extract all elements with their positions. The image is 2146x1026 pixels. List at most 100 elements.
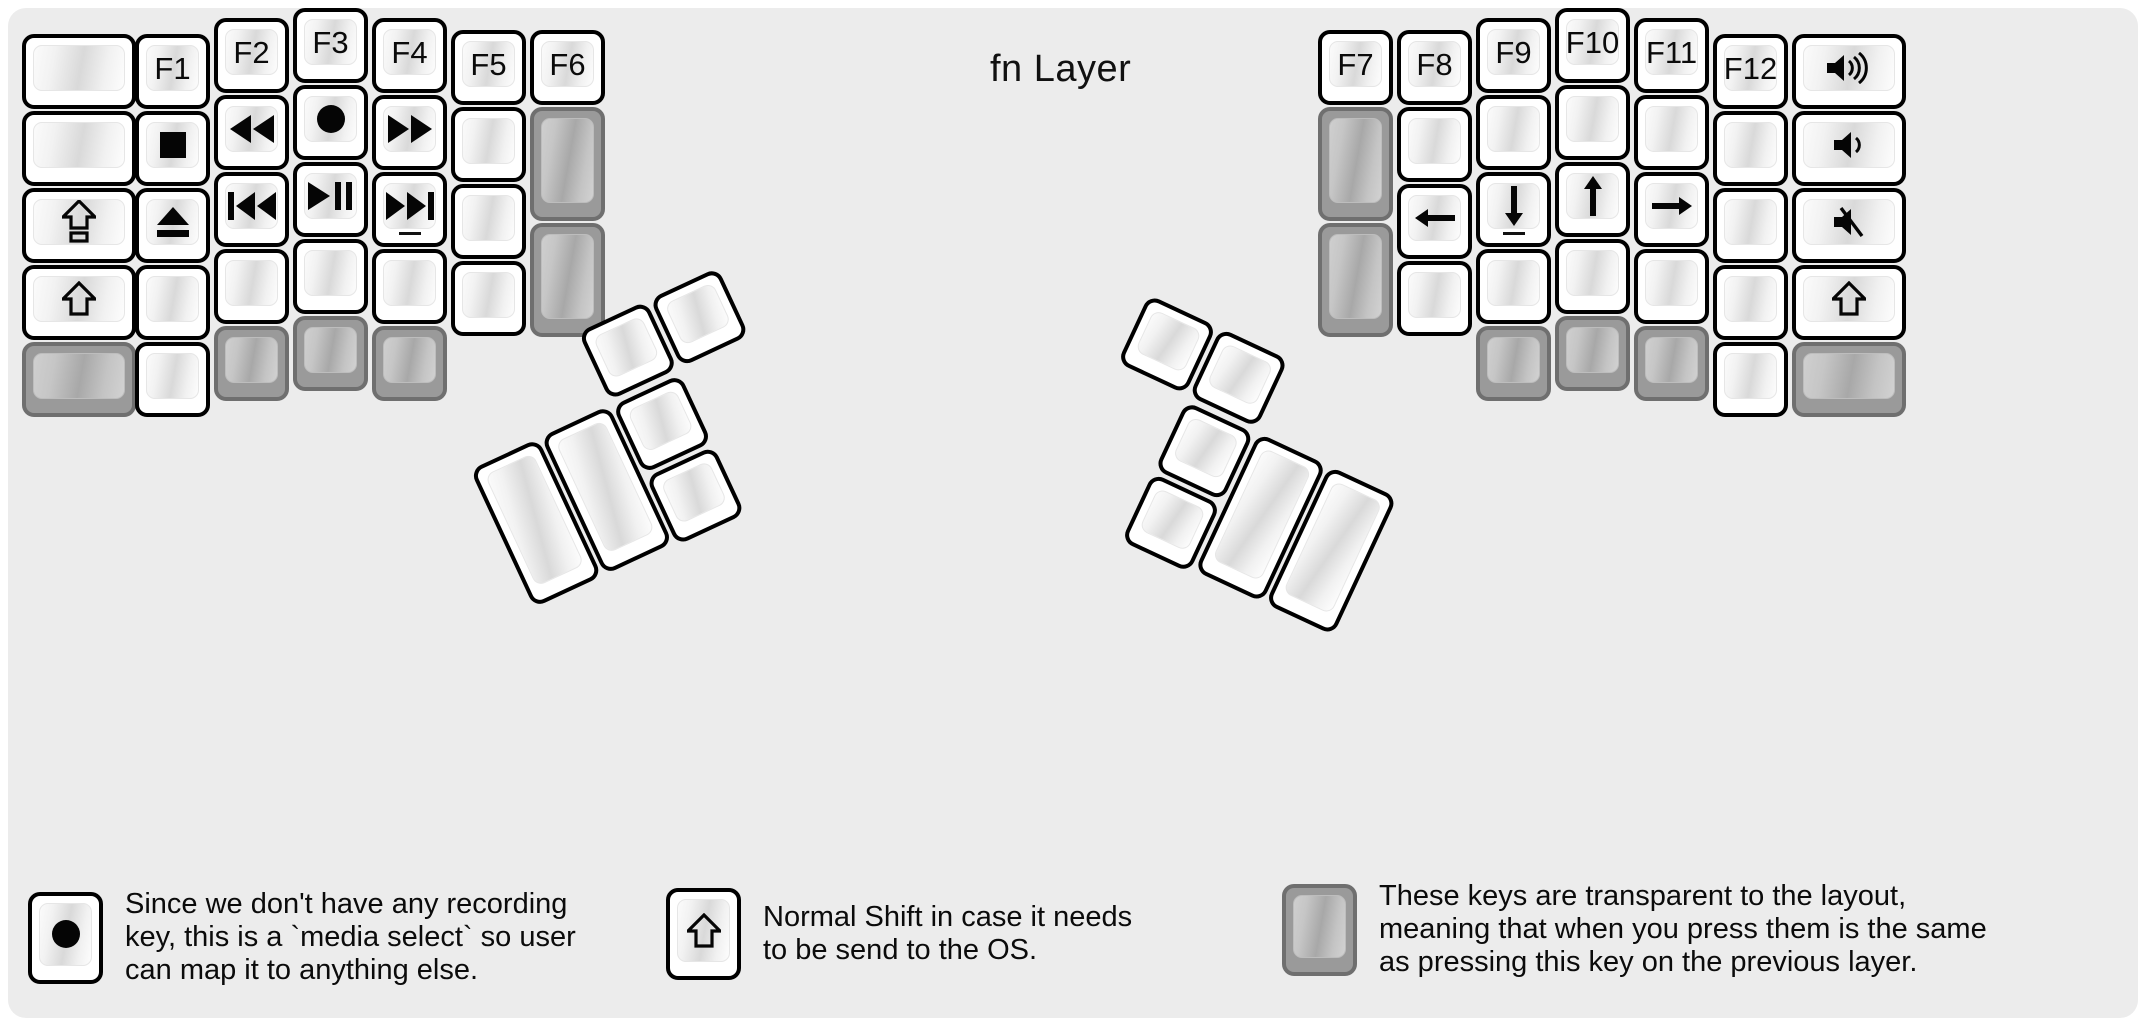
keycap-face — [225, 337, 278, 383]
key-right-5-5[interactable] — [1634, 326, 1709, 401]
key-right-1-2[interactable] — [1318, 107, 1393, 221]
arrow-down-icon — [1500, 186, 1528, 226]
key-left-1-1[interactable] — [22, 34, 136, 109]
key-left-5-3[interactable] — [372, 172, 447, 247]
key-left-6-1[interactable]: F5 — [451, 30, 526, 105]
key-left-6-4[interactable] — [451, 261, 526, 336]
keycap-face — [1724, 353, 1777, 399]
key-left-1-5[interactable] — [22, 342, 136, 417]
volume-mute-icon — [1832, 206, 1866, 238]
key-left-4-3[interactable] — [293, 162, 368, 237]
keycap-face — [1645, 260, 1698, 306]
arrow-up-icon — [1579, 176, 1607, 216]
media-play-pause-icon — [307, 182, 354, 210]
key-right-2-1[interactable]: F8 — [1397, 30, 1472, 105]
keycap-face — [33, 353, 125, 399]
arrow-right-icon — [1651, 192, 1692, 220]
key-right-2-2[interactable] — [1397, 107, 1472, 182]
key-right-1-3[interactable] — [1318, 223, 1393, 337]
keycap-face — [146, 353, 199, 399]
keycap-face: F8 — [1408, 41, 1461, 87]
key-left-1-3[interactable] — [22, 188, 136, 263]
key-left-5-2[interactable] — [372, 95, 447, 170]
key-right-3-4[interactable] — [1476, 249, 1551, 324]
key-right-3-5[interactable] — [1476, 326, 1551, 401]
key-left-3-3[interactable] — [214, 172, 289, 247]
key-right-6-3[interactable] — [1713, 188, 1788, 263]
key-right-6-4[interactable] — [1713, 265, 1788, 340]
key-left-2-1[interactable]: F1 — [135, 34, 210, 109]
key-left-4-1[interactable]: F3 — [293, 8, 368, 83]
legend-text: These keys are transparent to the layout… — [1379, 880, 1987, 979]
keycap-face: F12 — [1724, 45, 1777, 91]
key-left-2-3[interactable] — [135, 188, 210, 263]
key-left-3-5[interactable] — [214, 326, 289, 401]
key-right-4-1[interactable]: F10 — [1555, 8, 1630, 83]
keycap-face: F5 — [462, 41, 515, 87]
key-right-5-1[interactable]: F11 — [1634, 18, 1709, 93]
shift-icon — [686, 912, 721, 949]
keycap-label: F10 — [1566, 24, 1619, 60]
key-right-6-1[interactable]: F12 — [1713, 34, 1788, 109]
key-right-7-3[interactable] — [1792, 188, 1906, 263]
key-right-3-2[interactable] — [1476, 95, 1551, 170]
key-right-5-2[interactable] — [1634, 95, 1709, 170]
keycap-face — [1487, 183, 1540, 229]
legend-keycap-1[interactable] — [28, 891, 103, 984]
key-right-7-5[interactable] — [1792, 342, 1906, 417]
key-right-4-4[interactable] — [1555, 239, 1630, 314]
key-right-3-3[interactable] — [1476, 172, 1551, 247]
key-left-5-1[interactable]: F4 — [372, 18, 447, 93]
keycap-face — [1329, 234, 1382, 319]
key-left-3-1[interactable]: F2 — [214, 18, 289, 93]
keycap-face — [1645, 183, 1698, 229]
key-left-4-5[interactable] — [293, 316, 368, 391]
key-right-2-4[interactable] — [1397, 261, 1472, 336]
key-left-4-4[interactable] — [293, 239, 368, 314]
key-left-6-3[interactable] — [451, 184, 526, 259]
key-right-7-4[interactable] — [1792, 265, 1906, 340]
keycap-face — [146, 199, 199, 245]
keycap-face — [225, 183, 278, 229]
keycap-face — [33, 122, 125, 168]
legend-keycap-2[interactable] — [666, 888, 741, 980]
keycap-face — [33, 199, 125, 245]
key-left-7-2[interactable] — [530, 107, 605, 221]
key-left-7-3[interactable] — [530, 223, 605, 337]
key-left-2-4[interactable] — [135, 265, 210, 340]
key-right-2-3[interactable] — [1397, 184, 1472, 259]
key-left-2-5[interactable] — [135, 342, 210, 417]
key-right-6-5[interactable] — [1713, 342, 1788, 417]
key-left-3-4[interactable] — [214, 249, 289, 324]
media-next-icon — [385, 192, 434, 220]
key-right-7-2[interactable] — [1792, 111, 1906, 186]
keycap-face — [146, 122, 199, 168]
key-left-1-4[interactable] — [22, 265, 136, 340]
key-left-1-2[interactable] — [22, 111, 136, 186]
key-right-1-1[interactable]: F7 — [1318, 30, 1393, 105]
media-stop-icon — [158, 130, 188, 160]
key-right-3-1[interactable]: F9 — [1476, 18, 1551, 93]
keycap-label: F9 — [1495, 34, 1532, 70]
key-right-7-1[interactable] — [1792, 34, 1906, 109]
legend-keycap-3[interactable] — [1282, 883, 1357, 976]
key-left-3-2[interactable] — [214, 95, 289, 170]
key-left-6-2[interactable] — [451, 107, 526, 182]
key-left-7-1[interactable]: F6 — [530, 30, 605, 105]
key-right-4-3[interactable] — [1555, 162, 1630, 237]
volume-up-icon — [1825, 52, 1873, 84]
key-left-5-5[interactable] — [372, 326, 447, 401]
key-left-2-2[interactable] — [135, 111, 210, 186]
keycap-face — [664, 282, 732, 347]
keycap-face — [304, 173, 357, 219]
key-right-5-4[interactable] — [1634, 249, 1709, 324]
keycap-face — [1645, 106, 1698, 152]
keycap-face — [1408, 118, 1461, 164]
key-right-4-5[interactable] — [1555, 316, 1630, 391]
key-left-4-2[interactable] — [293, 85, 368, 160]
key-right-4-2[interactable] — [1555, 85, 1630, 160]
key-left-5-4[interactable] — [372, 249, 447, 324]
key-right-5-3[interactable] — [1634, 172, 1709, 247]
keycap-label: F11 — [1645, 34, 1698, 70]
key-right-6-2[interactable] — [1713, 111, 1788, 186]
